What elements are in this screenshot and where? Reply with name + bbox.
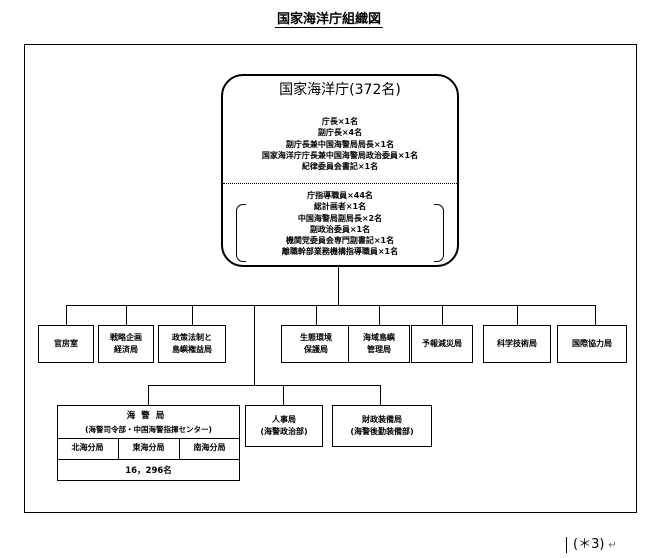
diagram-frame xyxy=(24,44,637,513)
dept-label: 予報減災局 xyxy=(422,339,462,348)
dept-label: 国際協力局 xyxy=(572,339,612,348)
connector-row1-bus xyxy=(66,305,596,306)
hq-staff: 庁指導職員×44名 総計画者×1名 中国海警局副局長×2名 副政治委員×1名 機… xyxy=(221,190,459,258)
dept-label: 科学技術局 xyxy=(497,339,537,348)
hq-staff-line: 庁指導職員×44名 xyxy=(307,191,373,200)
dept-box: 人事局 (海警政治部) xyxy=(245,405,323,447)
hq-divider xyxy=(223,183,457,184)
dept-label: 海域島嶼 管理局 xyxy=(363,333,395,354)
coast-guard-title: 海警局 xyxy=(126,411,171,421)
hq-staff-line: 機関党委員会専門副書記×1名 xyxy=(285,236,395,246)
left-bracket xyxy=(236,204,246,262)
return-mark: ↵ xyxy=(608,540,617,551)
connector-drop xyxy=(595,305,596,325)
dept-box: 海域島嶼 管理局 xyxy=(348,325,410,363)
dept-box: 戦略企画 経済局 xyxy=(98,325,154,363)
hq-staff-line: 総計画者×1名 xyxy=(313,202,367,212)
dept-label: 戦略企画 経済局 xyxy=(110,333,142,354)
connector-drop xyxy=(126,305,127,325)
dept-label: 政策法制と 島嶼権益局 xyxy=(172,333,212,354)
coast-guard-count: 16，296名 xyxy=(125,466,172,476)
dept-label: 官房室 xyxy=(54,339,78,348)
branch-east: 東海分局 xyxy=(132,443,165,452)
connector-drop xyxy=(148,385,149,405)
hq-leader-line: 紀律委員会書記×1名 xyxy=(301,162,379,172)
hq-leader-line: 国家海洋庁庁長兼中国海警局政治委員×1名 xyxy=(261,150,419,160)
connector-drop xyxy=(283,385,284,405)
branch-south: 南海分局 xyxy=(193,443,226,452)
diagram-title: 国家海洋庁組織図 xyxy=(274,12,383,28)
dept-label: 人事局 (海警政治部) xyxy=(260,415,308,436)
coast-guard-divider xyxy=(179,438,180,459)
connector-drop xyxy=(192,305,193,325)
connector-drop xyxy=(517,305,518,325)
dept-box: 財政装備局 (海警後勤装備部) xyxy=(332,405,432,447)
hq-leader-line: 庁長×1名 xyxy=(321,117,359,126)
hq-staff-line: 副政治委員×1名 xyxy=(309,224,371,234)
dept-box: 官房室 xyxy=(38,325,94,363)
coast-guard-box xyxy=(57,405,240,481)
footnote: (＊3)↵ xyxy=(566,533,617,553)
dept-box: 国際協力局 xyxy=(557,325,627,363)
connector-hq-down xyxy=(338,267,339,305)
hq-leader-line: 副庁長兼中国海警局局長×1名 xyxy=(285,139,395,149)
dept-box: 科学技術局 xyxy=(483,325,551,363)
dept-box: 政策法制と 島嶼権益局 xyxy=(158,325,226,363)
coast-guard-divider xyxy=(57,459,240,460)
branch-north: 北海分局 xyxy=(71,443,104,452)
hq-leaders: 庁長×1名 副庁長×4名 副庁長兼中国海警局局長×1名 国家海洋庁庁長兼中国海警… xyxy=(221,116,459,172)
connector-drop xyxy=(316,305,317,325)
connector-drop xyxy=(379,305,380,325)
coast-guard-divider xyxy=(118,438,119,459)
hq-staff-line: 離職幹部業務機構指導職員×1名 xyxy=(281,247,399,257)
dept-label: 財政装備局 (海警後勤装備部) xyxy=(350,415,414,436)
dept-box: 予報減災局 xyxy=(411,325,473,363)
connector-drop xyxy=(380,385,381,405)
dept-box: 生態環境 保護局 xyxy=(281,325,351,363)
cursor-bar xyxy=(566,536,567,553)
hq-title: 国家海洋庁(372名) xyxy=(279,82,401,98)
connector-drop xyxy=(442,305,443,325)
right-bracket xyxy=(434,204,444,262)
coast-guard-divider xyxy=(57,438,240,439)
hq-leader-line: 副庁長×4名 xyxy=(317,128,363,138)
connector-row2-trunk xyxy=(254,305,255,385)
hq-box xyxy=(221,74,459,267)
coast-guard-subtitle: (海警司令部・中国海警指揮センター) xyxy=(85,425,212,434)
footnote-text: (＊3) xyxy=(573,537,605,552)
connector-row2-bus xyxy=(148,385,381,386)
dept-label: 生態環境 保護局 xyxy=(300,333,332,354)
connector-drop xyxy=(66,305,67,325)
hq-staff-line: 中国海警局副局長×2名 xyxy=(297,213,383,223)
